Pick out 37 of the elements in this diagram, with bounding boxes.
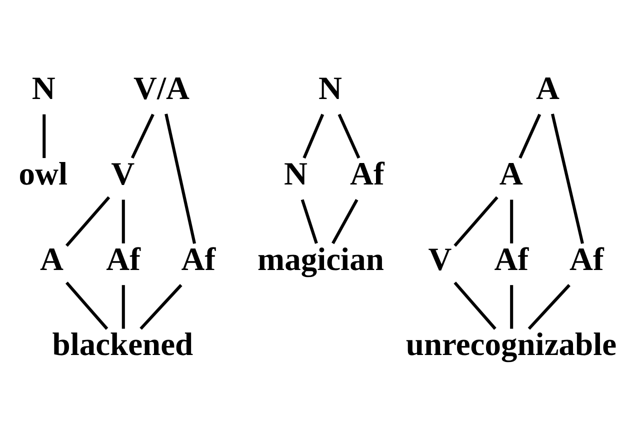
node-text: A: [536, 71, 560, 108]
node-text: N: [284, 156, 308, 193]
connector: [300, 199, 318, 244]
connector: [164, 114, 196, 244]
connector: [518, 114, 542, 159]
node-text: Af: [350, 156, 384, 193]
node-text: N: [318, 71, 342, 108]
connector: [550, 114, 584, 244]
connector: [332, 198, 358, 244]
node-text: V: [428, 242, 452, 278]
node-text: unrecognizable: [406, 327, 617, 364]
node-text: blackened: [52, 327, 194, 364]
connector: [122, 285, 125, 329]
node-text: Af: [570, 242, 604, 278]
node-text: Af: [494, 242, 529, 278]
node-text: Af: [181, 242, 216, 278]
node-text: A: [40, 242, 64, 278]
connector: [338, 114, 360, 159]
node-text: owl: [18, 156, 68, 193]
connector: [302, 114, 324, 159]
node-text: V: [111, 156, 135, 193]
connector: [42, 114, 46, 158]
connector: [528, 284, 570, 330]
node-text: A: [499, 156, 523, 193]
connector: [65, 196, 110, 247]
connector: [66, 282, 108, 330]
connector: [510, 200, 514, 244]
connector: [454, 196, 498, 247]
connector: [454, 282, 496, 330]
connector: [140, 284, 182, 330]
node-text: Af: [106, 242, 140, 278]
connector: [122, 200, 125, 244]
node-text: N: [32, 71, 56, 108]
node-text: magician: [258, 242, 384, 278]
connector: [510, 285, 514, 329]
connector: [130, 114, 154, 159]
node-text: V/A: [134, 71, 190, 108]
